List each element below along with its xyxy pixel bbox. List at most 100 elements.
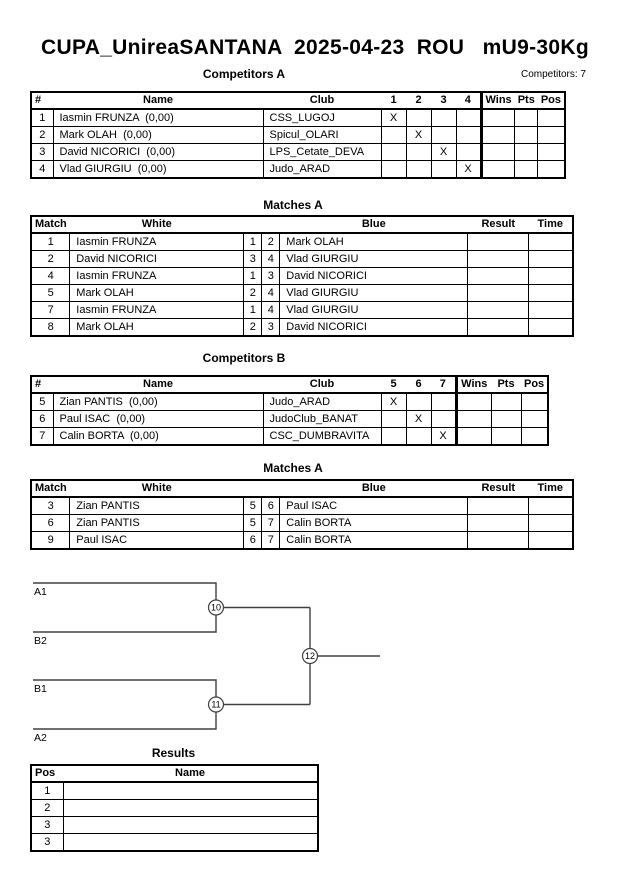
section-heading-matches-b: Matches A (263, 461, 323, 475)
blue-seed: 6 (261, 496, 281, 515)
bracket-node-circle-12 (301, 647, 319, 665)
competitor-name: Paul ISAC (0,00) (52, 410, 264, 428)
col-header-club: Club (263, 92, 381, 110)
match-mark-6 (405, 427, 432, 446)
matches-b-body: 3 Zian PANTIS 5 6 Paul ISAC 6 Zian PANTI… (30, 496, 574, 550)
result-name (62, 799, 319, 817)
col-header-m5: 5 (381, 376, 406, 394)
col-header-wins: Wins (454, 376, 491, 394)
col-header-club: Club (263, 376, 381, 394)
col-header-time: Time (528, 216, 573, 234)
white-seed: 5 (243, 514, 263, 532)
page-title: CUPA_UnireaSANTANA 2025-04-23 ROU mU9-30… (41, 36, 589, 59)
competitor-name: Zian PANTIS (0,00) (52, 392, 264, 411)
blue-seed: 4 (261, 284, 281, 302)
result-cell (467, 232, 530, 251)
match-mark-2 (405, 143, 432, 161)
competitor-name: Mark OLAH (0,00) (52, 126, 264, 144)
header-row: Match White Blue Result Time (31, 480, 573, 498)
white-seed: 1 (243, 301, 263, 319)
col-header-num: # (31, 92, 53, 110)
col-header-white-num (243, 480, 262, 498)
competitors-count: Competitors: 7 (520, 69, 586, 80)
col-header-pts: Pts (514, 92, 538, 110)
time-cell (528, 318, 574, 337)
blue-seed: 7 (261, 514, 281, 532)
competitor-number: 2 (30, 126, 54, 144)
time-cell (528, 531, 574, 550)
competitor-club: LPS_Cetate_DEVA (262, 143, 382, 161)
match-row: 4 Iasmin FRUNZA 1 3 David NICORICI (30, 267, 574, 285)
col-header-wins: Wins (479, 92, 515, 110)
col-header-blue: Blue (279, 216, 468, 234)
result-row: 2 (30, 799, 319, 817)
col-header-blue-num (261, 480, 280, 498)
blue-name: Paul ISAC (279, 496, 469, 515)
result-row: 1 (30, 781, 319, 800)
bracket-slot-a2: A2 (34, 732, 47, 744)
competitor-number: 6 (30, 410, 54, 428)
white-name: Mark OLAH (69, 318, 245, 337)
blue-name: David NICORICI (279, 318, 469, 337)
white-name: Iasmin FRUNZA (69, 267, 245, 285)
blue-name: Vlad GIURGIU (279, 284, 469, 302)
wins-cell (479, 126, 516, 144)
col-header-name: Name (53, 92, 263, 110)
result-cell (467, 318, 530, 337)
section-heading-competitors-a: Competitors A (202, 67, 286, 81)
col-header-m1: 1 (381, 92, 406, 110)
match-mark-1: X (380, 108, 407, 127)
white-seed: 6 (243, 531, 263, 550)
match-row: 5 Mark OLAH 2 4 Vlad GIURGIU (30, 284, 574, 302)
col-header-blue: Blue (279, 480, 468, 498)
bracket-match-number-10: 10 (211, 603, 221, 613)
blue-seed: 3 (261, 318, 281, 337)
wins-cell (479, 160, 516, 179)
white-seed: 2 (243, 284, 263, 302)
section-heading-results: Results (151, 746, 196, 760)
subheader-row: Competitors A Competitors: 7 (0, 67, 630, 81)
match-number: 8 (30, 318, 71, 337)
result-position: 1 (30, 781, 64, 800)
time-cell (528, 496, 574, 515)
match-number: 4 (30, 267, 71, 285)
wins-cell (479, 108, 516, 127)
competitor-name: David NICORICI (0,00) (52, 143, 264, 161)
col-header-pts: Pts (491, 376, 521, 394)
competitor-name: Vlad GIURGIU (0,00) (52, 160, 264, 179)
results-body: 1 2 3 3 (30, 781, 319, 852)
competitor-row: 3 David NICORICI (0,00) LPS_Cetate_DEVA … (30, 143, 566, 161)
blue-name: David NICORICI (279, 267, 469, 285)
pts-cell (514, 143, 539, 161)
result-name (62, 833, 319, 852)
col-header-time: Time (528, 480, 573, 498)
match-mark-2 (405, 108, 432, 127)
match-mark-3 (430, 160, 457, 179)
blue-name: Mark OLAH (279, 232, 469, 251)
wins-cell (454, 410, 492, 428)
pos-cell (537, 126, 566, 144)
col-header-white-num (243, 216, 262, 234)
blue-name: Calin BORTA (279, 514, 469, 532)
match-number: 7 (30, 301, 71, 319)
time-cell (528, 514, 574, 532)
competitor-club: CSS_LUGOJ (262, 108, 382, 127)
result-row: 3 (30, 816, 319, 834)
bracket-line-bottom-pair (33, 679, 217, 730)
pos-cell (537, 143, 566, 161)
match-mark-4: X (455, 160, 482, 179)
competitor-row: 5 Zian PANTIS (0,00) Judo_ARAD X (30, 392, 549, 411)
competitor-name: Calin BORTA (0,00) (52, 427, 264, 446)
white-seed: 3 (243, 250, 263, 268)
competitor-number: 4 (30, 160, 54, 179)
match-mark-2 (405, 160, 432, 179)
matches-b-table: Match White Blue Result Time 3 Zian PANT… (30, 479, 574, 550)
match-mark-5 (380, 410, 407, 428)
competitor-club: JudoClub_BANAT (262, 410, 382, 428)
competitor-row: 7 Calin BORTA (0,00) CSC_DUMBRAVITA X (30, 427, 549, 446)
result-cell (467, 514, 530, 532)
white-seed: 5 (243, 496, 263, 515)
blue-name: Calin BORTA (279, 531, 469, 550)
competitor-row: 1 Iasmin FRUNZA (0,00) CSS_LUGOJ X (30, 108, 566, 127)
